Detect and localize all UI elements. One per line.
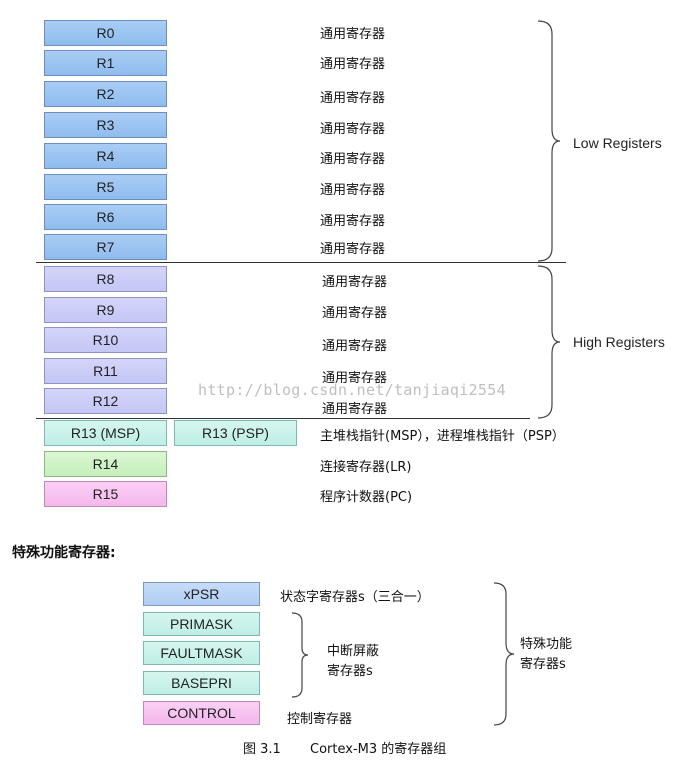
register-xpsr: xPSR — [143, 582, 260, 606]
register-r10: R10 — [44, 327, 167, 353]
register-r1: R1 — [44, 50, 167, 76]
register-r11: R11 — [44, 358, 167, 384]
register-r1-desc: 通用寄存器 — [320, 57, 386, 72]
register-r11-desc: 通用寄存器 — [322, 371, 388, 386]
register-r13-desc: 主堆栈指针(MSP），进程堆栈指针（PSP） — [320, 429, 565, 444]
special-group-label-line1: 特殊功能 — [520, 637, 573, 652]
register-control: CONTROL — [143, 701, 260, 725]
figure-number: 图 3.1 — [243, 742, 281, 757]
register-r13-psp: R13 (PSP) — [174, 420, 297, 446]
special-registers-title: 特殊功能寄存器: — [12, 545, 116, 561]
high-special-separator — [36, 418, 530, 419]
register-r14-desc: 连接寄存器(LR) — [320, 460, 412, 475]
register-r8-desc: 通用寄存器 — [322, 275, 388, 290]
register-faultmask: FAULTMASK — [143, 641, 260, 665]
register-r6: R6 — [44, 204, 167, 230]
low-registers-label: Low Registers — [573, 135, 662, 151]
register-r12: R12 — [44, 388, 167, 414]
register-r6-desc: 通用寄存器 — [320, 214, 386, 229]
register-control-desc: 控制寄存器 — [287, 712, 353, 727]
high-registers-label: High Registers — [573, 334, 665, 350]
register-r10-desc: 通用寄存器 — [322, 339, 388, 354]
interrupt-mask-desc-line2: 寄存器s — [327, 664, 373, 679]
interrupt-mask-desc-line1: 中断屏蔽 — [327, 644, 380, 659]
register-r5: R5 — [44, 174, 167, 200]
register-r0: R0 — [44, 20, 167, 46]
register-r8: R8 — [44, 266, 167, 292]
special-registers-brace — [493, 582, 515, 726]
register-r7: R7 — [44, 234, 167, 260]
register-r2: R2 — [44, 81, 167, 107]
register-r0-desc: 通用寄存器 — [320, 27, 386, 42]
register-r15-desc: 程序计数器(PC) — [320, 490, 413, 505]
high-registers-brace — [537, 265, 561, 419]
special-group-label-line2: 寄存器s — [520, 657, 566, 672]
interrupt-mask-brace — [291, 612, 309, 698]
register-r4: R4 — [44, 143, 167, 169]
register-r13-msp: R13 (MSP) — [44, 420, 167, 446]
watermark: http://blog.csdn.net/tanjiaqi2554 — [198, 381, 506, 399]
register-xpsr-desc: 状态字寄存器s（三合一） — [280, 590, 430, 605]
register-r2-desc: 通用寄存器 — [320, 91, 386, 106]
register-primask: PRIMASK — [143, 612, 260, 636]
register-r12-desc: 通用寄存器 — [322, 402, 388, 417]
register-r7-desc: 通用寄存器 — [320, 242, 386, 257]
figure-caption: Cortex-M3 的寄存器组 — [310, 742, 447, 757]
register-r14: R14 — [44, 451, 167, 477]
low-high-separator — [36, 262, 566, 263]
register-r9: R9 — [44, 297, 167, 323]
register-basepri: BASEPRI — [143, 671, 260, 695]
low-registers-brace — [537, 20, 561, 262]
register-r3-desc: 通用寄存器 — [320, 122, 386, 137]
register-r15: R15 — [44, 481, 167, 507]
register-r3: R3 — [44, 112, 167, 138]
register-r5-desc: 通用寄存器 — [320, 183, 386, 198]
register-r9-desc: 通用寄存器 — [322, 306, 388, 321]
register-r4-desc: 通用寄存器 — [320, 152, 386, 167]
